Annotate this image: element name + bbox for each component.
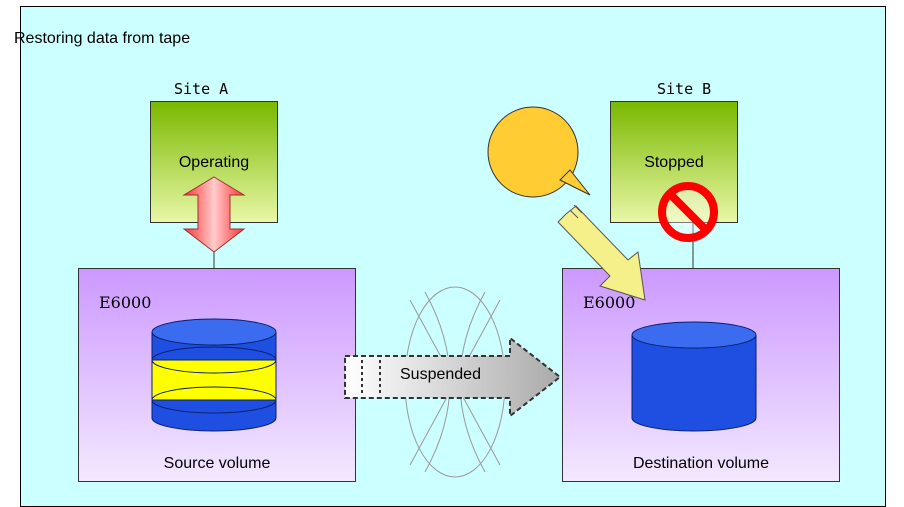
diagram-title: Restoring data from tape xyxy=(14,30,191,47)
double-arrow-icon xyxy=(182,176,246,253)
suspended-label: Suspended xyxy=(400,366,481,383)
source-storage-label: E6000 xyxy=(99,293,152,312)
speech-bubble-icon xyxy=(487,106,591,198)
site-b-server-label: Stopped xyxy=(644,154,704,171)
source-volume-label: Source volume xyxy=(163,455,271,472)
site-a-label: Site A xyxy=(174,80,229,98)
prohibition-icon xyxy=(658,182,718,242)
source-volume-cylinder-icon xyxy=(151,318,277,432)
destination-volume-label: Destination volume xyxy=(632,455,770,472)
site-b-server: Stopped xyxy=(610,101,738,223)
suspended-arrow-icon xyxy=(344,335,562,419)
destination-storage-label: E6000 xyxy=(583,293,636,312)
site-a-server-label: Operating xyxy=(178,154,250,171)
pointer-arrow-icon xyxy=(557,204,646,301)
destination-volume-cylinder-icon xyxy=(631,321,757,432)
site-b-label: Site B xyxy=(657,80,712,98)
